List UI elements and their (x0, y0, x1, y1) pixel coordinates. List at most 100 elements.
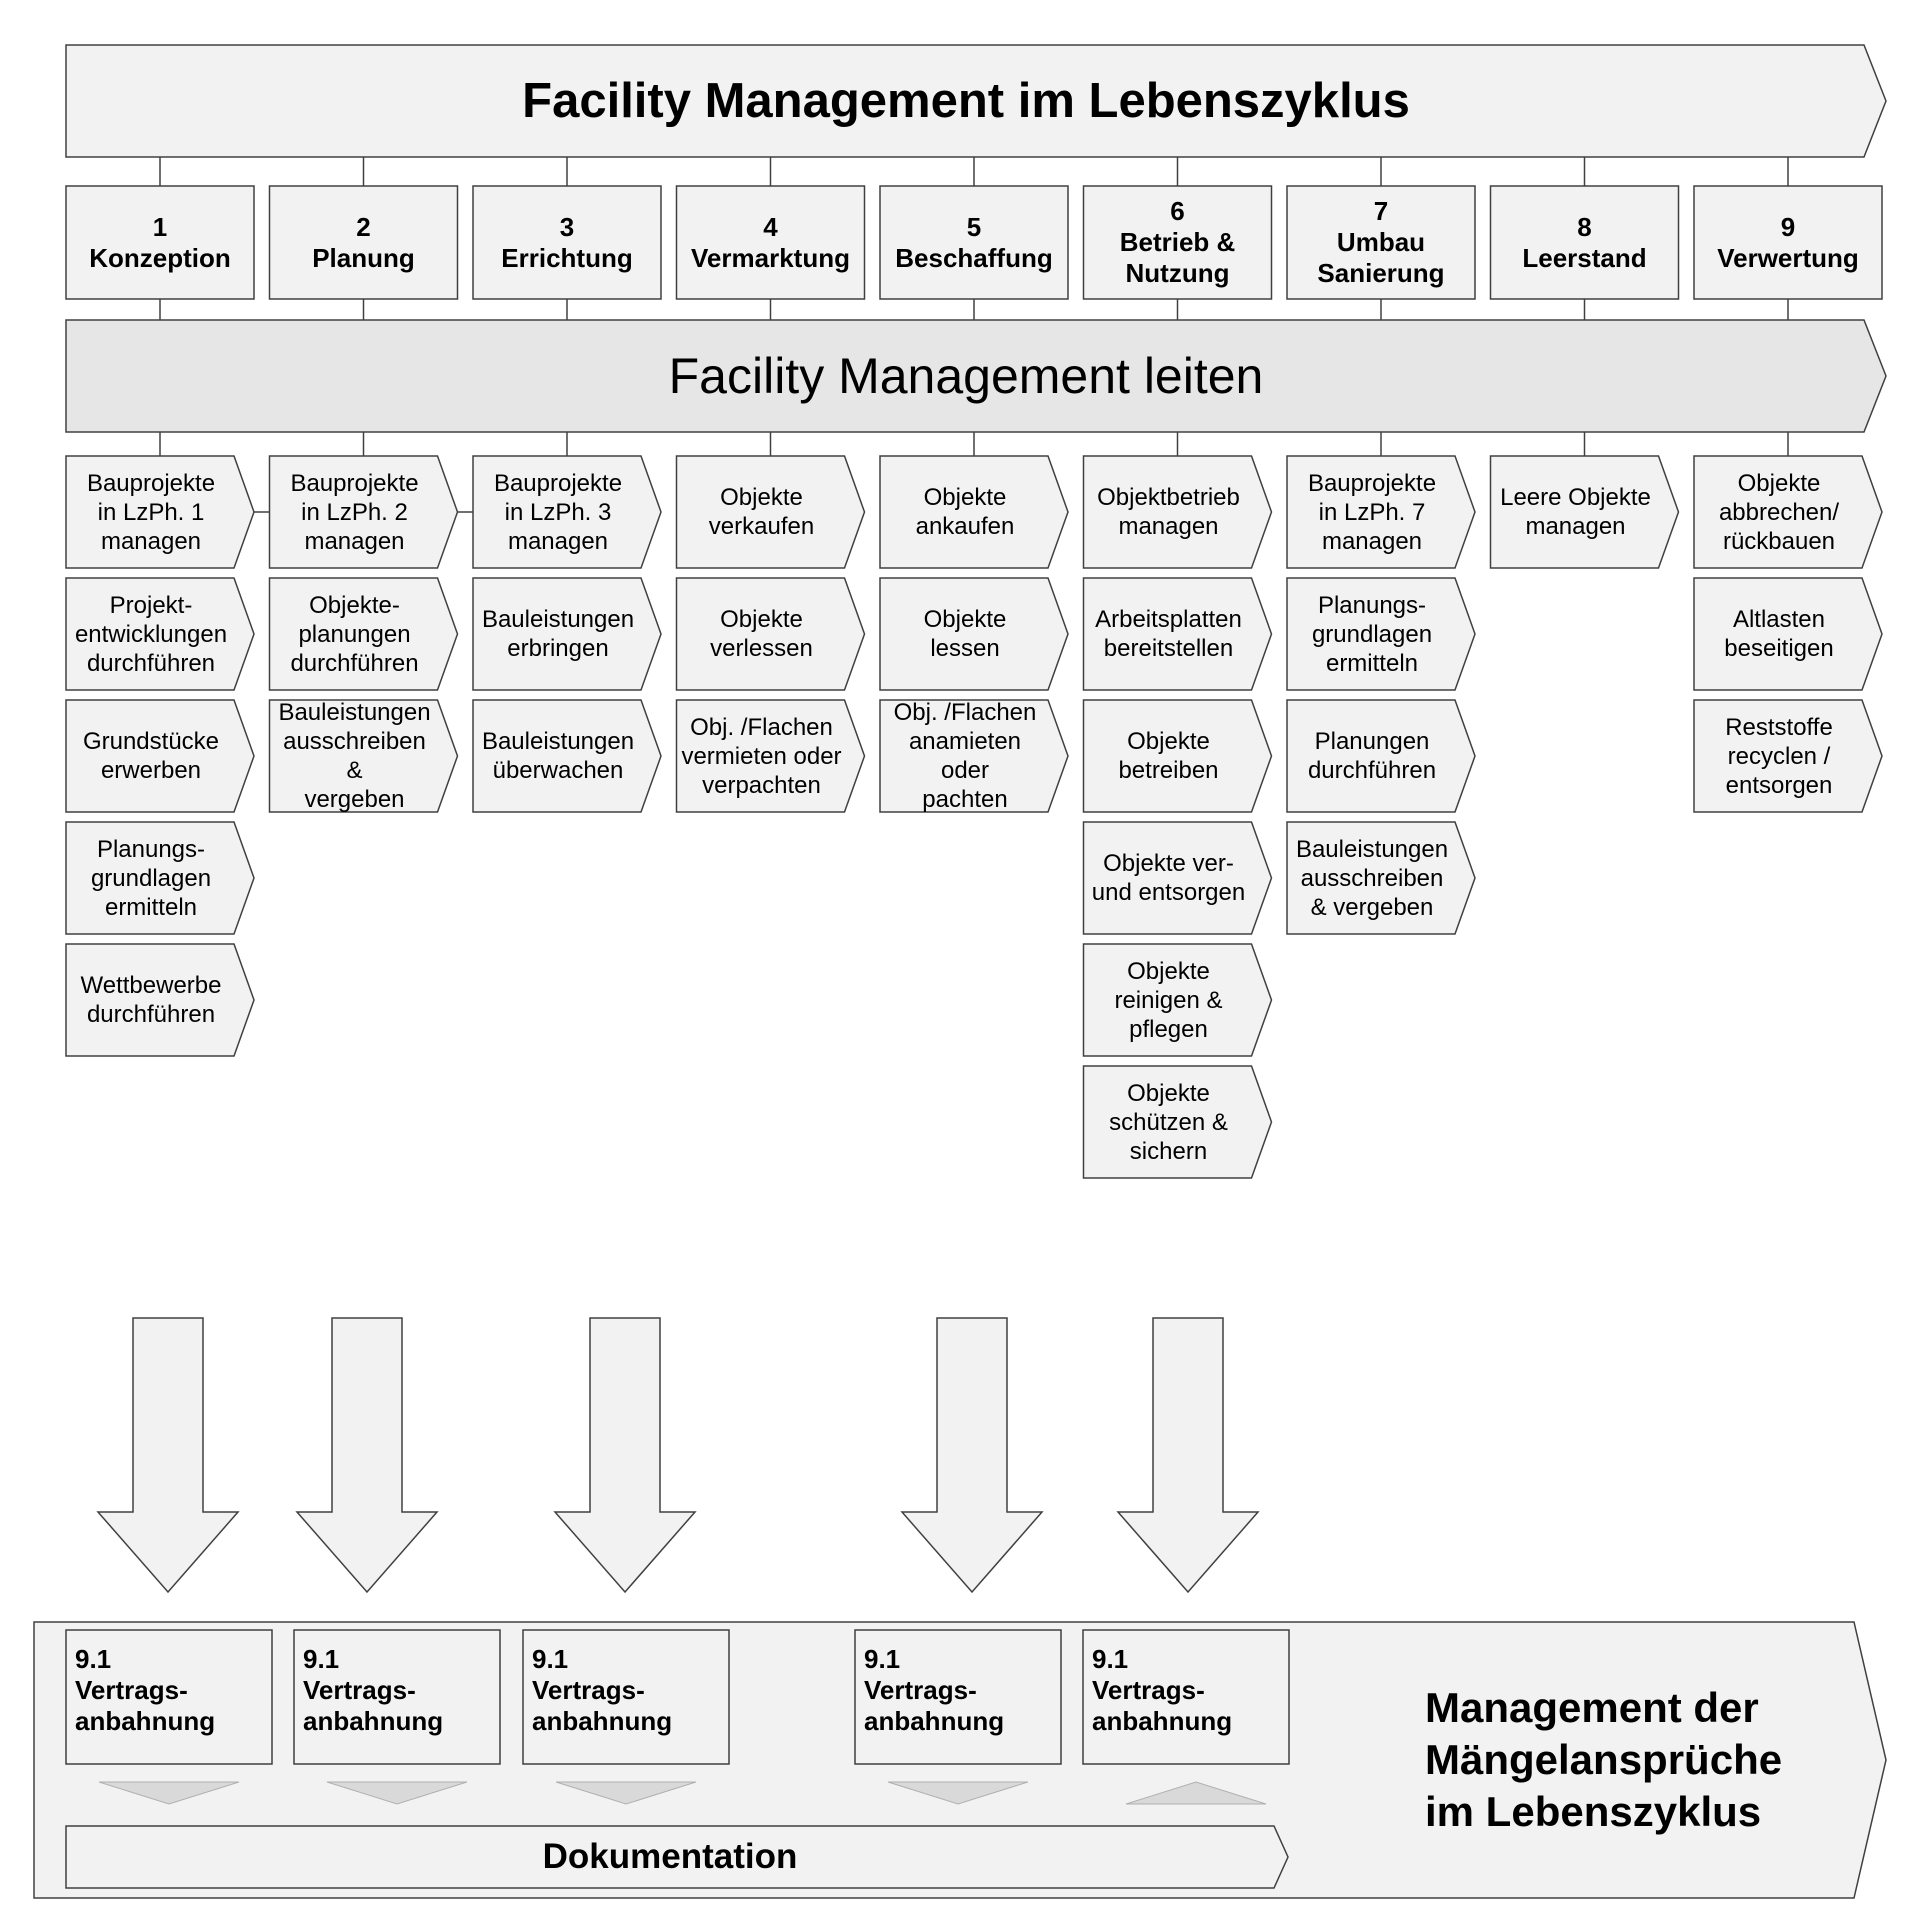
contract-text: Vertrags- anbahnung (532, 1675, 673, 1736)
contract-number: 9.1 (75, 1644, 112, 1674)
task-label: Objekte ankaufen (915, 484, 1015, 540)
phase-number: 8 (1577, 211, 1592, 242)
contract-box (854, 1629, 1062, 1765)
documentation-bar (65, 1825, 1289, 1889)
contract-number: 9.1 (532, 1644, 569, 1674)
title-banner (65, 44, 1887, 158)
task-label: Bauprojekte in LzPh. 2 managen (290, 469, 419, 555)
task-chevron (675, 455, 866, 569)
task-chevron (1082, 821, 1273, 935)
task-chevron (1286, 699, 1476, 813)
down-arrow (96, 1317, 240, 1594)
contract-text: Vertrags- anbahnung (1092, 1675, 1233, 1736)
task-label: Objekte- planungen durchführen (290, 591, 419, 677)
task-label: Objekte schützen & sichern (1109, 1079, 1228, 1165)
phase-box (879, 185, 1069, 300)
task-chevron (472, 699, 662, 813)
phase-name: Verwertung (1717, 242, 1859, 273)
task-chevron (1286, 821, 1476, 935)
task-label: Leere Objekte managen (1500, 484, 1651, 540)
contract-text: Vertrags- anbahnung (864, 1675, 1005, 1736)
task-label: Planungs- grundlagen ermitteln (90, 835, 212, 921)
task-label: Bauleistungen ausschreiben & vergeben (1295, 835, 1449, 921)
phase-number: 2 (356, 211, 371, 242)
task-label: Planungen durchführen (1307, 728, 1437, 784)
contract-text: Vertrags- anbahnung (303, 1675, 444, 1736)
title-banner-text: Facility Management im Lebenszyklus (522, 74, 1410, 128)
task-chevron (65, 455, 255, 569)
phase-box (1286, 185, 1476, 300)
phase-name: Beschaffung (895, 242, 1053, 273)
task-chevron (1489, 455, 1680, 569)
task-label: Reststoffe recyclen / entsorgen (1725, 713, 1833, 799)
task-chevron (65, 821, 255, 935)
subtitle-banner-text: Facility Management leiten (668, 348, 1264, 404)
phase-box (1489, 185, 1680, 300)
task-label: Bauprojekte in LzPh. 7 managen (1307, 469, 1437, 555)
phase-name: Errichtung (501, 242, 633, 273)
down-marker-triangle (98, 1781, 240, 1805)
phase-name: Konzeption (89, 242, 231, 273)
phase-name: Leerstand (1522, 242, 1647, 273)
task-label: Objekte betreiben (1118, 728, 1219, 784)
down-arrow (553, 1317, 697, 1594)
task-chevron (1286, 577, 1476, 691)
task-chevron (1082, 943, 1273, 1057)
task-chevron (1286, 455, 1476, 569)
task-chevron (1082, 699, 1273, 813)
phase-number: 7 (1373, 196, 1389, 226)
contract-box (293, 1629, 501, 1765)
phase-number: 5 (966, 211, 982, 242)
contract-box (522, 1629, 730, 1765)
task-label: Bauprojekte in LzPh. 1 managen (86, 469, 216, 555)
task-chevron (1082, 577, 1273, 691)
down-arrow (295, 1317, 439, 1594)
contract-box (65, 1629, 273, 1765)
phase-box (1693, 185, 1883, 300)
phase-number: 6 (1170, 196, 1185, 226)
down-arrow (900, 1317, 1044, 1594)
task-chevron (268, 577, 459, 691)
task-chevron (879, 699, 1069, 813)
task-label: Obj. /Flachen vermieten oder verpachten (681, 713, 842, 799)
phase-box (472, 185, 662, 300)
documentation-bar-text: Dokumentation (542, 1837, 798, 1876)
task-chevron (879, 577, 1069, 691)
down-marker-triangle (555, 1781, 697, 1805)
phase-number: 4 (763, 211, 778, 242)
task-label: Objekte lessen (923, 606, 1007, 662)
down-arrow (1116, 1317, 1260, 1594)
task-label: Objekte abbrechen/ rückbauen (1718, 469, 1840, 555)
task-label: Bauprojekte in LzPh. 3 managen (493, 469, 623, 555)
phase-box (65, 185, 255, 300)
task-chevron (65, 699, 255, 813)
down-marker-triangle (326, 1781, 468, 1805)
phase-name: Planung (312, 242, 415, 273)
task-label: Planungs- grundlagen ermitteln (1311, 591, 1433, 677)
management-banner-text: Management der Mängelansprüche im Lebens… (1425, 1684, 1783, 1835)
task-label: Bauleistungen überwachen (481, 728, 635, 784)
phase-number: 9 (1780, 211, 1796, 242)
phase-box (675, 185, 866, 300)
task-label: Altlasten beseitigen (1724, 606, 1834, 662)
phase-number: 3 (559, 211, 575, 242)
task-chevron (472, 577, 662, 691)
phase-number: 1 (152, 211, 168, 242)
contract-number: 9.1 (303, 1644, 340, 1674)
task-label: Projekt- entwicklungen durchführen (74, 591, 228, 677)
subtitle-banner (65, 319, 1887, 433)
task-label: Objekte ver- und entsorgen (1091, 850, 1246, 906)
task-chevron (268, 699, 459, 813)
task-chevron (268, 455, 459, 569)
contract-number: 9.1 (1092, 1644, 1129, 1674)
contract-number: 9.1 (864, 1644, 901, 1674)
task-chevron (675, 699, 866, 813)
